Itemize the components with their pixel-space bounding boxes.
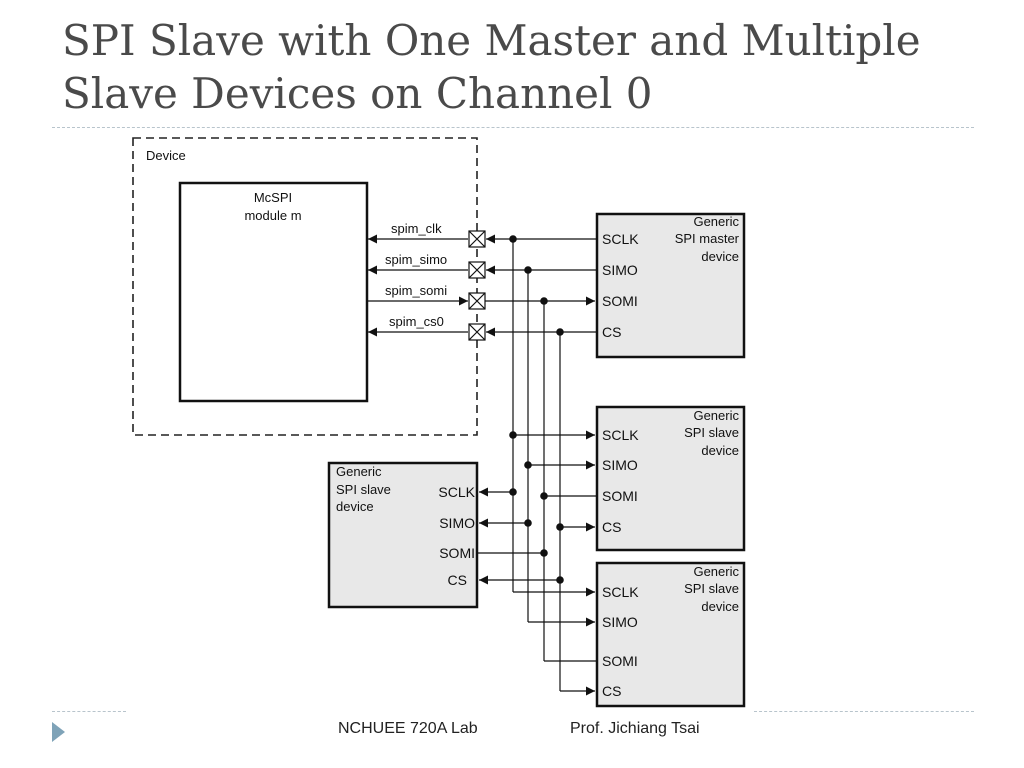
master-label-2: SPI master [675, 231, 740, 246]
mcspi-module-label-2: module m [244, 208, 301, 223]
master-pin-sclk: SCLK [602, 231, 639, 247]
footer-separator-left [52, 711, 126, 712]
master-device-box [595, 212, 746, 359]
slave1-label-3: device [701, 443, 739, 458]
slave-left-label-1: Generic [336, 464, 382, 479]
pad-somi [468, 292, 486, 310]
slave1-pin-somi: SOMI [602, 488, 638, 504]
slave2-pin-simo: SIMO [602, 614, 638, 630]
pad-clk [468, 230, 486, 248]
signal-spim-clk: spim_clk [391, 221, 442, 236]
title-line-1: SPI Slave with One Master and Multiple [62, 16, 921, 65]
footer-professor: Prof. Jichiang Tsai [570, 720, 700, 737]
device-label: Device [146, 148, 186, 163]
slave-left-device-box [327, 461, 479, 609]
slave2-label-1: Generic [693, 564, 739, 579]
title-separator [52, 127, 974, 128]
slave1-pin-simo: SIMO [602, 457, 638, 473]
slave2-label-3: device [701, 599, 739, 614]
slave-left-pin-simo: SIMO [439, 515, 475, 531]
slave1-device-box [595, 405, 746, 552]
master-pin-cs: CS [602, 324, 621, 340]
signal-spim-somi: spim_somi [385, 283, 447, 298]
slave2-pin-sclk: SCLK [602, 584, 639, 600]
pad-cs [468, 323, 486, 341]
slave-left-pin-somi: SOMI [439, 545, 475, 561]
master-pin-somi: SOMI [602, 293, 638, 309]
master-label-3: device [701, 249, 739, 264]
slave1-label-2: SPI slave [684, 425, 739, 440]
slave2-label-2: SPI slave [684, 581, 739, 596]
footer-separator-right [754, 711, 974, 712]
slave2-device-box [595, 561, 746, 708]
slave1-pin-cs: CS [602, 519, 621, 535]
bullet-arrow-icon [52, 722, 65, 742]
slave1-label-1: Generic [693, 408, 739, 423]
mcspi-module-label-1: McSPI [254, 190, 292, 205]
signal-spim-cs0: spim_cs0 [389, 314, 444, 329]
title-line-2: Slave Devices on Channel 0 [62, 69, 653, 118]
footer-lab: NCHUEE 720A Lab [338, 720, 478, 737]
mcspi-module-box [178, 181, 369, 403]
slave-left-pin-sclk: SCLK [438, 484, 475, 500]
slave-left-label-2: SPI slave [336, 482, 391, 497]
master-pin-simo: SIMO [602, 262, 638, 278]
slide-title: SPI Slave with One Master and Multiple S… [62, 14, 1002, 120]
slave2-pin-somi: SOMI [602, 653, 638, 669]
junction-dots [509, 235, 564, 584]
master-label-1: Generic [693, 214, 739, 229]
slave2-pin-cs: CS [602, 683, 621, 699]
device-boundary [132, 137, 478, 436]
pad-simo [468, 261, 486, 279]
signal-spim-simo: spim_simo [385, 252, 447, 267]
slave-left-pin-cs: CS [448, 572, 467, 588]
slave-left-label-3: device [336, 499, 374, 514]
slave1-pin-sclk: SCLK [602, 427, 639, 443]
